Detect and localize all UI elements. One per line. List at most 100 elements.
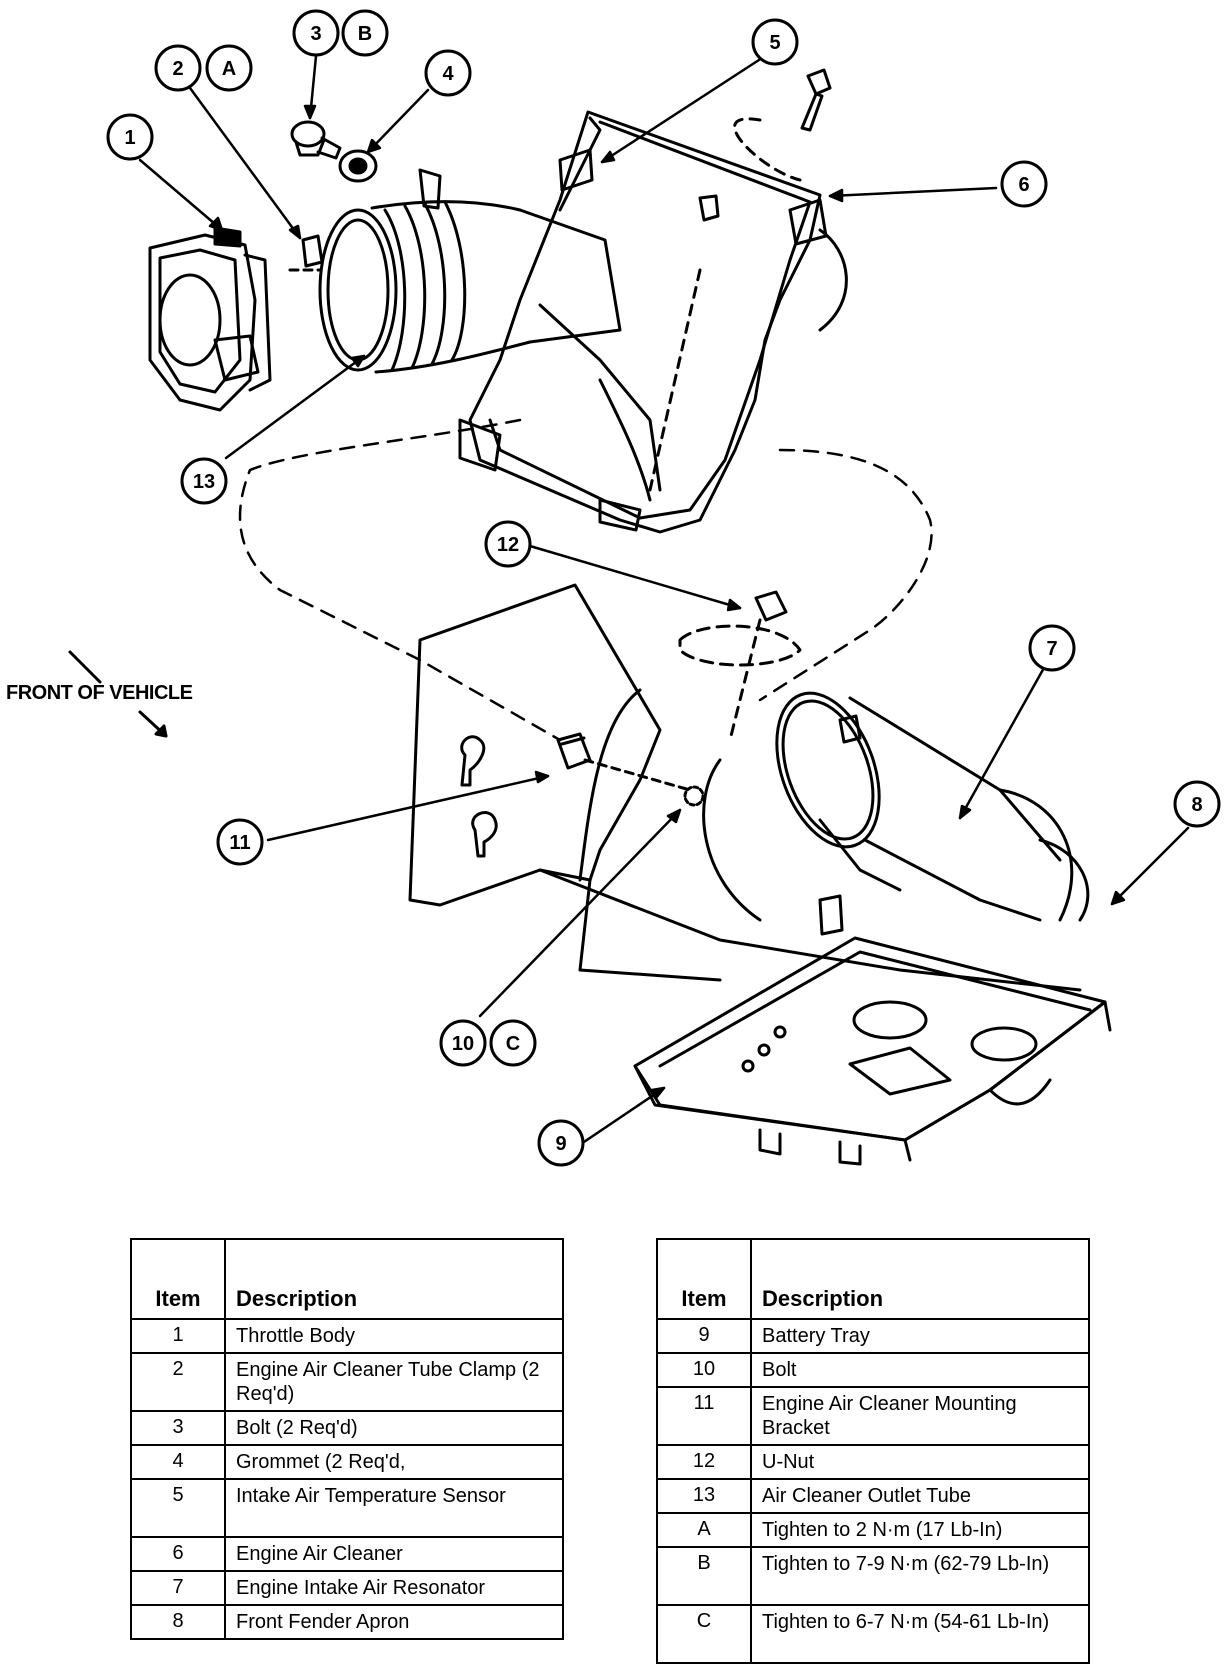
svg-text:6: 6 — [1018, 174, 1029, 196]
item-cell: 7 — [130, 1570, 226, 1606]
column-header-item: Item — [130, 1238, 226, 1320]
callout-1: 1 — [106, 113, 154, 161]
callout-6: 6 — [1000, 160, 1048, 208]
air-cleaner-outlet-tube — [318, 168, 622, 374]
description-cell: Air Cleaner Outlet Tube — [750, 1478, 1090, 1514]
callout-c: C — [489, 1019, 537, 1067]
callout-9: 9 — [537, 1119, 585, 1167]
svg-text:11: 11 — [229, 832, 250, 854]
table-header-row: Item Description — [130, 1238, 564, 1320]
item-cell: 12 — [656, 1444, 752, 1480]
description-cell: Throttle Body — [224, 1318, 564, 1354]
engine-intake-air-resonator — [702, 691, 1090, 922]
svg-text:3: 3 — [310, 23, 321, 45]
svg-text:7: 7 — [1046, 638, 1057, 660]
callout-b: B — [341, 9, 389, 57]
item-cell: 8 — [130, 1604, 226, 1640]
callout-5: 5 — [751, 18, 799, 66]
description-cell: Engine Air Cleaner Mounting Bracket — [750, 1386, 1090, 1446]
description-cell: Bolt — [750, 1352, 1090, 1388]
u-nut — [678, 590, 802, 742]
engine-air-cleaner — [458, 110, 848, 534]
item-cell: C — [656, 1604, 752, 1664]
description-cell: Tighten to 6-7 N·m (54-61 Lb-In) — [750, 1604, 1090, 1664]
item-cell: 2 — [130, 1352, 226, 1412]
tube-clamp — [288, 234, 324, 272]
item-cell: 10 — [656, 1352, 752, 1388]
callout-4: 4 — [424, 49, 472, 97]
callout-3: 3 — [292, 9, 340, 57]
callout-8: 8 — [1173, 780, 1221, 828]
description-cell: Engine Air Cleaner Tube Clamp (2 Req'd) — [224, 1352, 564, 1412]
mounting-bracket — [556, 732, 705, 807]
grommet-4 — [338, 149, 378, 183]
callout-11: 11 — [216, 818, 264, 866]
description-cell: Tighten to 2 N·m (17 Lb-In) — [750, 1512, 1090, 1548]
callout-10: 10 — [439, 1019, 487, 1067]
item-cell: 6 — [130, 1536, 226, 1572]
description-cell: Front Fender Apron — [224, 1604, 564, 1640]
item-cell: 9 — [656, 1318, 752, 1354]
bolt-3 — [290, 120, 342, 160]
exploded-diagram: 1 2 A 3 B 4 5 6 7 8 9 10 C 11 12 13 — [68, 9, 1221, 1167]
callout-12: 12 — [484, 520, 532, 568]
svg-text:A: A — [222, 58, 236, 80]
item-cell: 11 — [656, 1386, 752, 1446]
item-cell: 3 — [130, 1410, 226, 1446]
description-cell: U-Nut — [750, 1444, 1090, 1480]
description-cell: Engine Intake Air Resonator — [224, 1570, 564, 1606]
callout-13: 13 — [180, 457, 228, 505]
svg-text:12: 12 — [497, 534, 519, 556]
item-cell: A — [656, 1512, 752, 1548]
callout-a: A — [205, 44, 253, 92]
svg-text:C: C — [506, 1033, 520, 1055]
svg-text:8: 8 — [1191, 794, 1202, 816]
column-header-item: Item — [656, 1238, 752, 1320]
svg-text:4: 4 — [442, 63, 454, 85]
item-cell: 5 — [130, 1478, 226, 1538]
front-of-vehicle-arrow — [68, 650, 168, 738]
description-cell: Bolt (2 Req'd) — [224, 1410, 564, 1446]
description-cell: Tighten to 7-9 N·m (62-79 Lb-In) — [750, 1546, 1090, 1606]
throttle-body — [148, 226, 272, 412]
front-fender-apron — [408, 583, 1082, 992]
column-header-description: Description — [750, 1238, 1090, 1320]
description-cell: Grommet (2 Req'd, — [224, 1444, 564, 1480]
svg-text:2: 2 — [172, 58, 183, 80]
description-cell: Battery Tray — [750, 1318, 1090, 1354]
description-cell: Engine Air Cleaner — [224, 1536, 564, 1572]
svg-text:5: 5 — [769, 32, 780, 54]
description-cell: Intake Air Temperature Sensor — [224, 1478, 564, 1538]
intake-air-temperature-sensor — [698, 68, 832, 222]
battery-tray — [633, 894, 1112, 1166]
svg-text:1: 1 — [124, 127, 135, 149]
item-cell: 1 — [130, 1318, 226, 1354]
callout-2: 2 — [154, 44, 202, 92]
svg-text:13: 13 — [193, 471, 215, 493]
svg-text:B: B — [358, 23, 372, 45]
svg-text:10: 10 — [452, 1033, 474, 1055]
column-header-description: Description — [224, 1238, 564, 1320]
item-cell: B — [656, 1546, 752, 1606]
front-of-vehicle-label: FRONT OF VEHICLE — [6, 682, 193, 704]
callout-7: 7 — [1028, 624, 1076, 672]
item-cell: 4 — [130, 1444, 226, 1480]
